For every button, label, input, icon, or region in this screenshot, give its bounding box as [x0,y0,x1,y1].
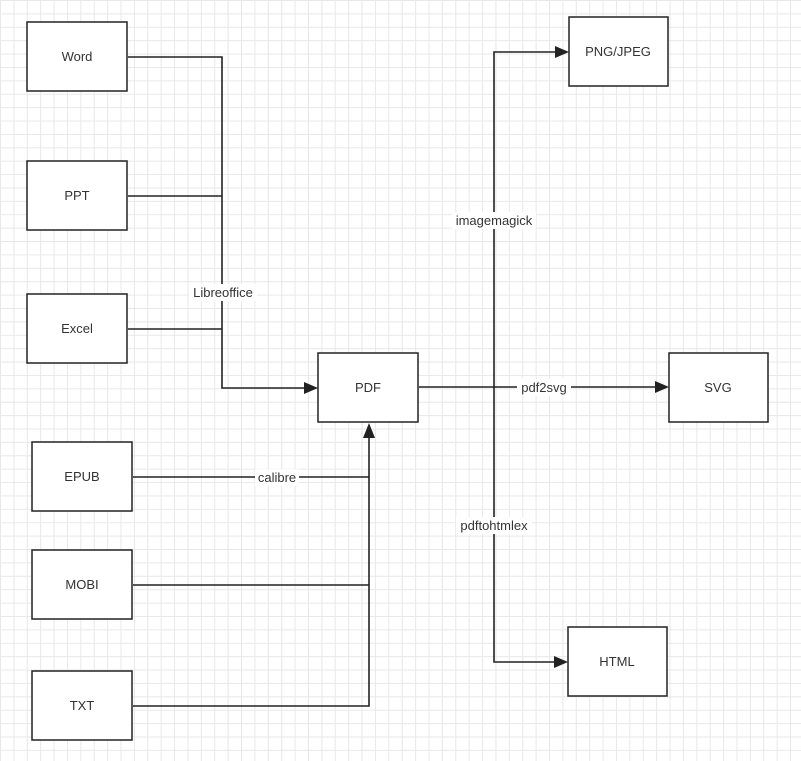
word-to-pdf-connector [128,56,306,389]
arrow-into-pdf-left [304,382,318,394]
node-mobi-label: MOBI [65,577,98,592]
node-epub[interactable]: EPUB [31,441,133,512]
node-svg-label: SVG [704,380,731,395]
node-svg[interactable]: SVG [668,352,769,423]
node-epub-label: EPUB [64,469,99,484]
node-txt[interactable]: TXT [31,670,133,741]
arrow-into-svg [655,381,669,393]
calibre-label: calibre [258,470,296,485]
node-excel[interactable]: Excel [26,293,128,364]
node-excel-label: Excel [61,321,93,336]
pdftohtmlex-label: pdftohtmlex [460,518,528,533]
office-edges [128,56,318,394]
node-word[interactable]: Word [26,21,128,92]
edge-labels: Libreoffice calibre imagemagick pdf2svg … [189,212,571,534]
node-html-label: HTML [599,654,634,669]
pdf-to-png-connector [493,51,556,387]
node-txt-label: TXT [70,698,95,713]
node-html[interactable]: HTML [567,626,668,697]
node-png-jpeg[interactable]: PNG/JPEG [568,16,669,87]
node-mobi[interactable]: MOBI [31,549,133,620]
libreoffice-label: Libreoffice [193,285,253,300]
ebook-edges [133,423,375,707]
pdf2svg-label: pdf2svg [521,380,567,395]
node-ppt-label: PPT [64,188,89,203]
arrow-into-html [554,656,568,668]
imagemagick-label: imagemagick [456,213,533,228]
pdf-to-html-connector [493,387,555,663]
node-ppt[interactable]: PPT [26,160,128,231]
node-word-label: Word [62,49,93,64]
node-png-jpeg-label: PNG/JPEG [585,44,651,59]
txt-to-pdf-connector [133,436,370,707]
output-edges [419,46,669,668]
arrow-into-pdf-bottom [363,423,375,438]
arrow-into-png-jpeg [555,46,569,58]
node-pdf[interactable]: PDF [317,352,419,423]
node-pdf-label: PDF [355,380,381,395]
